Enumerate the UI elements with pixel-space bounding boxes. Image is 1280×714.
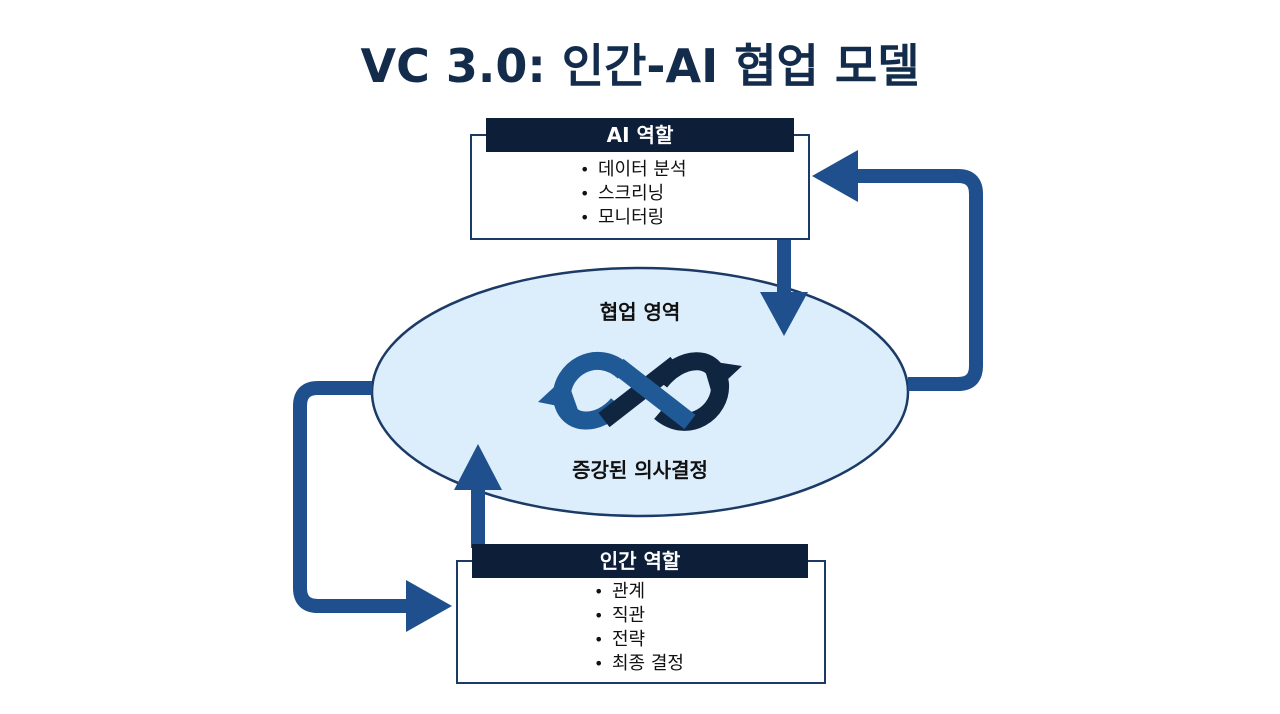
ai-to-collaboration-arrow-head <box>760 292 808 336</box>
human-role-item: 전략 <box>594 628 684 652</box>
collaboration-top-label: 협업 영역 <box>599 300 681 324</box>
infinity-loop-arrows-icon <box>538 351 742 431</box>
human-to-collaboration-arrow-head <box>454 444 502 490</box>
human-role-header: 인간 역할 <box>472 544 808 578</box>
ai-role-header: AI 역할 <box>486 118 794 152</box>
ai-role-list: 데이터 분석 스크리닝 모니터링 <box>580 158 687 230</box>
human-role-item: 관계 <box>594 580 684 604</box>
page-title: VC 3.0: 인간-AI 협업 모델 <box>360 39 920 93</box>
feedback-arrow-to-human-head <box>406 580 452 632</box>
feedback-arrow-to-ai-head <box>812 150 858 202</box>
ai-role-item: 스크리닝 <box>580 182 687 206</box>
human-role-list: 관계 직관 전략 최종 결정 <box>594 580 684 676</box>
feedback-arrow-to-human <box>293 381 414 613</box>
ai-role-item: 데이터 분석 <box>580 158 687 182</box>
ai-role-item: 모니터링 <box>580 206 687 230</box>
human-role-item: 직관 <box>594 604 684 628</box>
feedback-arrow-to-ai <box>850 169 983 391</box>
collaboration-bottom-label: 증강된 의사결정 <box>572 458 708 482</box>
human-role-item: 최종 결정 <box>594 652 684 676</box>
